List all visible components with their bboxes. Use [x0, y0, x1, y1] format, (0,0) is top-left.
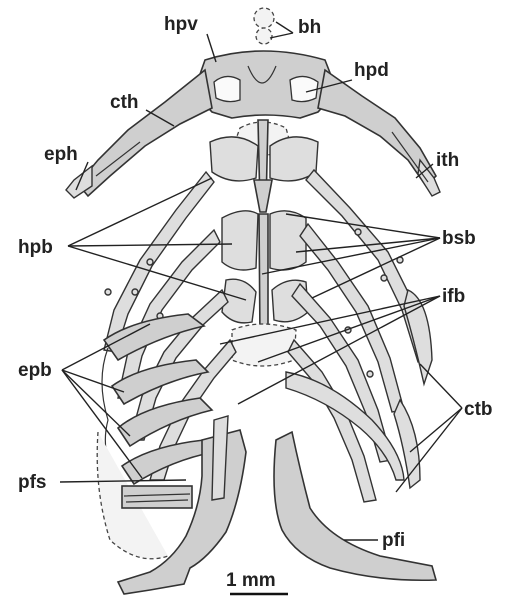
label-cth: cth	[110, 92, 139, 113]
basihyal	[254, 8, 274, 44]
scale-bar-label: 1 mm	[226, 570, 276, 591]
label-pfs: pfs	[18, 472, 47, 493]
label-bsb: bsb	[442, 228, 476, 249]
label-hpv: hpv	[164, 14, 198, 35]
label-eph: eph	[44, 144, 78, 165]
label-hpb: hpb	[18, 237, 53, 258]
label-hpd: hpd	[354, 60, 389, 81]
epibranchials-left	[102, 314, 214, 484]
label-ifb: ifb	[442, 286, 465, 307]
label-ctb: ctb	[464, 399, 493, 420]
label-pfi: pfi	[382, 530, 405, 551]
basibranchial-column	[210, 120, 318, 227]
label-bh: bh	[298, 17, 321, 38]
label-ith: ith	[436, 150, 459, 171]
label-epb: epb	[18, 360, 52, 381]
scale-bar: 1 mm	[226, 570, 288, 594]
